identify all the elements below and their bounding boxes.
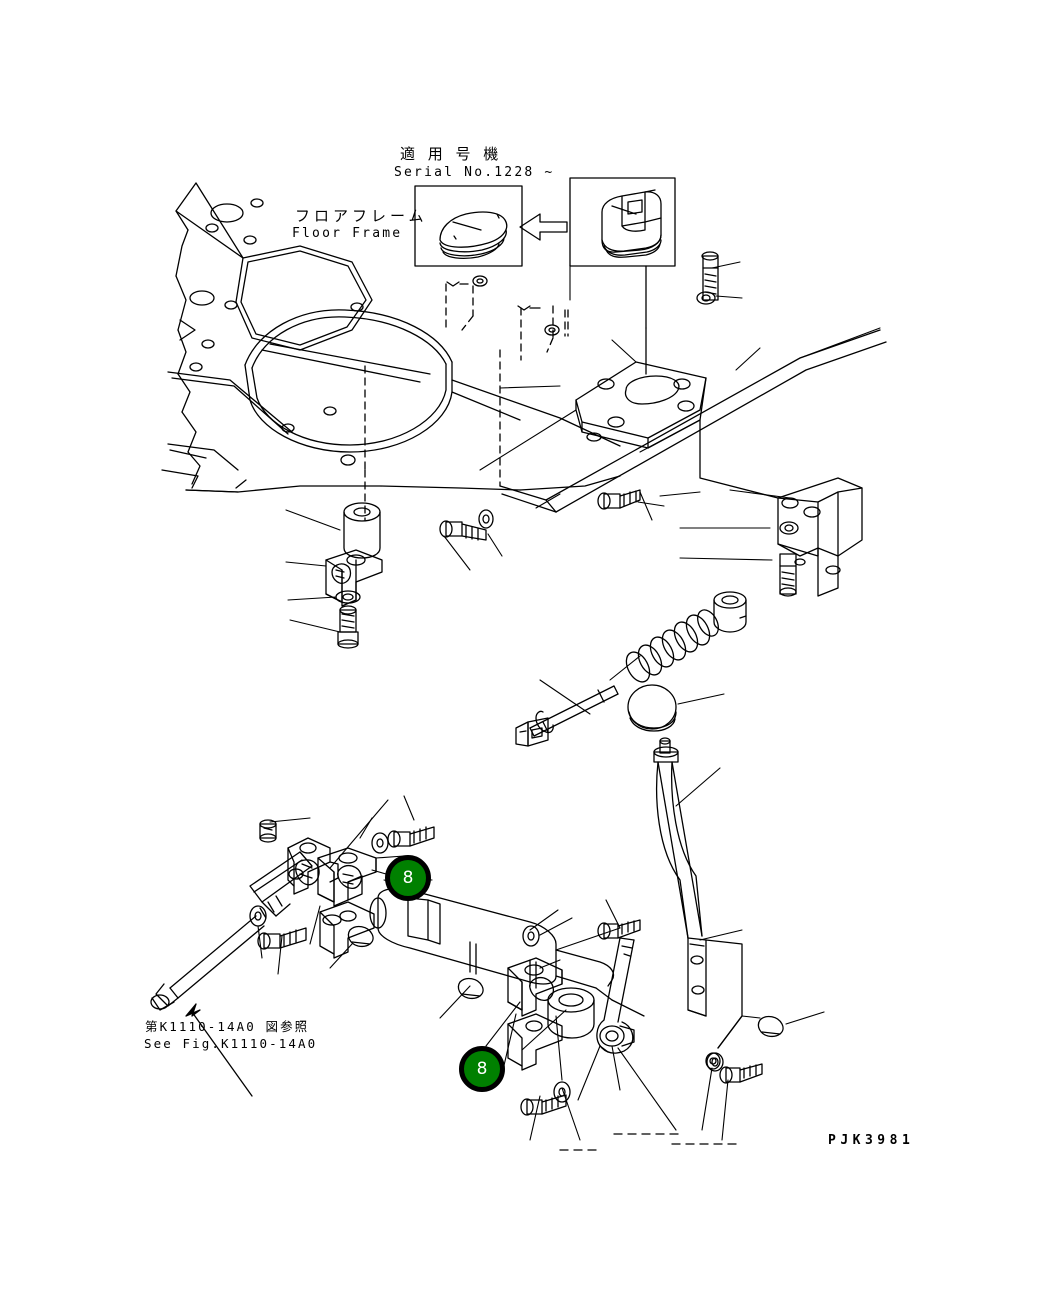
woodruff-key-1 — [347, 925, 374, 948]
knob-new-type-drawing — [439, 211, 508, 259]
pin-right — [705, 1052, 721, 1070]
spacer-bushing — [343, 502, 381, 559]
knob-old-type-drawing — [601, 189, 662, 258]
woodruff-key-2 — [457, 977, 484, 1000]
callout-badge-8-upper[interactable]: 8 — [385, 855, 431, 901]
leader-lines — [257, 261, 881, 1141]
woodruff-key-3 — [757, 1015, 784, 1038]
bolt-right-bracket — [779, 553, 797, 597]
bolt-right-mid — [597, 919, 641, 940]
center-shaft — [369, 887, 615, 989]
serial-note-en: Serial No.1228 ~ — [394, 165, 555, 180]
callout-number: 8 — [402, 867, 414, 888]
floor-frame-body — [161, 182, 621, 493]
bushing-collar — [547, 987, 595, 1039]
nut-lower-left-1 — [259, 819, 277, 843]
lever-knob — [627, 684, 677, 732]
washer-right-bracket — [779, 521, 799, 535]
bolt-bottom-2 — [719, 1063, 763, 1084]
spring — [625, 609, 719, 683]
lever-shaft — [653, 737, 707, 1017]
rod-assembly-left — [150, 851, 313, 1097]
small-clips — [446, 275, 560, 336]
callout-badge-8-lower[interactable]: 8 — [459, 1046, 505, 1092]
phantom-lines — [364, 283, 569, 521]
callout-number: 8 — [476, 1058, 488, 1079]
washer-mid-1 — [371, 832, 389, 854]
construction-lines-bottom — [559, 1133, 737, 1151]
inset-boxes — [414, 177, 676, 267]
serial-note-jp: 適 用 号 機 — [400, 145, 503, 163]
see-fig-label-jp: 第K1110-14A0 図参照 — [145, 1019, 310, 1034]
bearing-bracket-upper — [317, 847, 377, 959]
see-fig-label-en: See Fig.K1110-14A0 — [144, 1036, 318, 1051]
washer-lower-left — [249, 905, 267, 927]
floor-frame-label-en: Floor Frame — [292, 226, 403, 241]
washer-bottom-1 — [553, 1081, 571, 1103]
bearing-bracket-lower — [507, 957, 563, 1071]
lever-arm-secondary — [596, 937, 635, 1054]
bolt-lower-left-2 — [257, 927, 307, 950]
nut-spring — [713, 591, 747, 633]
bolt-center-frame — [439, 520, 487, 541]
rod-clevis-upper — [515, 685, 619, 747]
bolt-upper-right — [701, 251, 719, 301]
right-u-bracket — [699, 419, 863, 597]
left-bracket — [325, 549, 383, 607]
rod-joint-block — [287, 837, 339, 895]
bolt-bar — [597, 489, 641, 510]
bolt-left-bracket — [337, 605, 359, 649]
mount-plate — [575, 361, 707, 449]
washer-right-mid — [522, 925, 540, 947]
washer-upper-right — [696, 291, 716, 305]
washer-center-frame — [478, 509, 494, 529]
bolt-bottom-1 — [520, 1094, 567, 1116]
floor-frame-label-jp: フロアフレーム — [295, 207, 428, 225]
drawing-number: PJK3981 — [828, 1133, 915, 1148]
bolt-mid-1 — [387, 826, 435, 848]
link-right — [595, 939, 743, 1049]
